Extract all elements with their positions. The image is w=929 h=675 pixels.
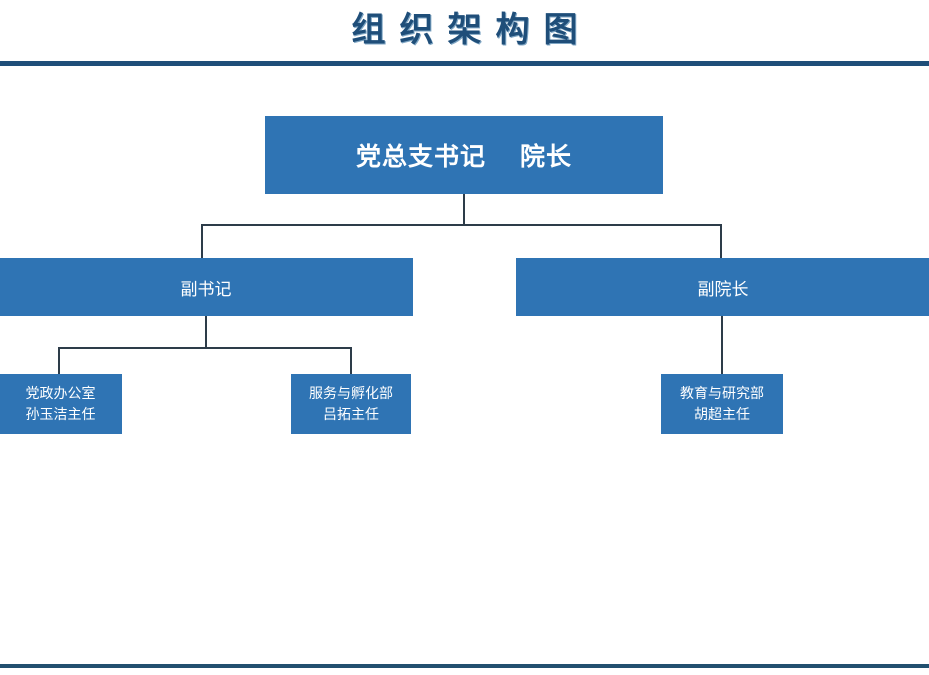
org-node-party-office-person: 孙玉洁主任 bbox=[25, 406, 96, 422]
org-node-root-label-left: 党总支书记 bbox=[355, 143, 486, 171]
org-node-service-incubation-person: 吕拓主任 bbox=[323, 406, 379, 422]
connector-level2-left-drop bbox=[201, 224, 203, 259]
footer-divider bbox=[0, 664, 929, 668]
connector-deputy-secretary-stem bbox=[205, 316, 207, 349]
org-node-education-research[interactable]: 教育与研究部 胡超主任 bbox=[661, 374, 783, 434]
page-title: 组织架构图 bbox=[351, 11, 592, 49]
connector-leaf2-drop bbox=[350, 347, 352, 375]
connector-root-stem bbox=[463, 194, 465, 225]
org-node-deputy-secretary-label: 副书记 bbox=[180, 279, 232, 299]
org-node-deputy-dean-label: 副院长 bbox=[697, 279, 749, 299]
org-node-party-office-department: 党政办公室 bbox=[25, 385, 96, 401]
org-node-root[interactable]: 党总支书记 院长 bbox=[265, 116, 663, 194]
org-node-education-research-text: 教育与研究部 胡超主任 bbox=[680, 383, 764, 425]
org-node-education-research-department: 教育与研究部 bbox=[680, 385, 764, 401]
org-node-education-research-person: 胡超主任 bbox=[694, 406, 750, 422]
connector-level2-bar bbox=[201, 224, 722, 226]
connector-level3-bar bbox=[58, 347, 352, 349]
org-node-deputy-dean[interactable]: 副院长 bbox=[516, 258, 929, 316]
org-node-deputy-secretary[interactable]: 副书记 bbox=[0, 258, 413, 316]
header-divider bbox=[0, 61, 929, 66]
org-node-party-office-text: 党政办公室 孙玉洁主任 bbox=[26, 383, 96, 425]
org-node-root-label-right: 院长 bbox=[520, 143, 573, 171]
connector-level2-right-drop bbox=[720, 224, 722, 259]
connector-deputy-dean-stem bbox=[721, 316, 723, 375]
connector-leaf1-drop bbox=[58, 347, 60, 375]
org-node-service-incubation-department: 服务与孵化部 bbox=[309, 385, 393, 401]
org-node-party-office[interactable]: 党政办公室 孙玉洁主任 bbox=[0, 374, 122, 434]
org-node-service-incubation[interactable]: 服务与孵化部 吕拓主任 bbox=[291, 374, 411, 434]
org-node-service-incubation-text: 服务与孵化部 吕拓主任 bbox=[309, 383, 393, 425]
